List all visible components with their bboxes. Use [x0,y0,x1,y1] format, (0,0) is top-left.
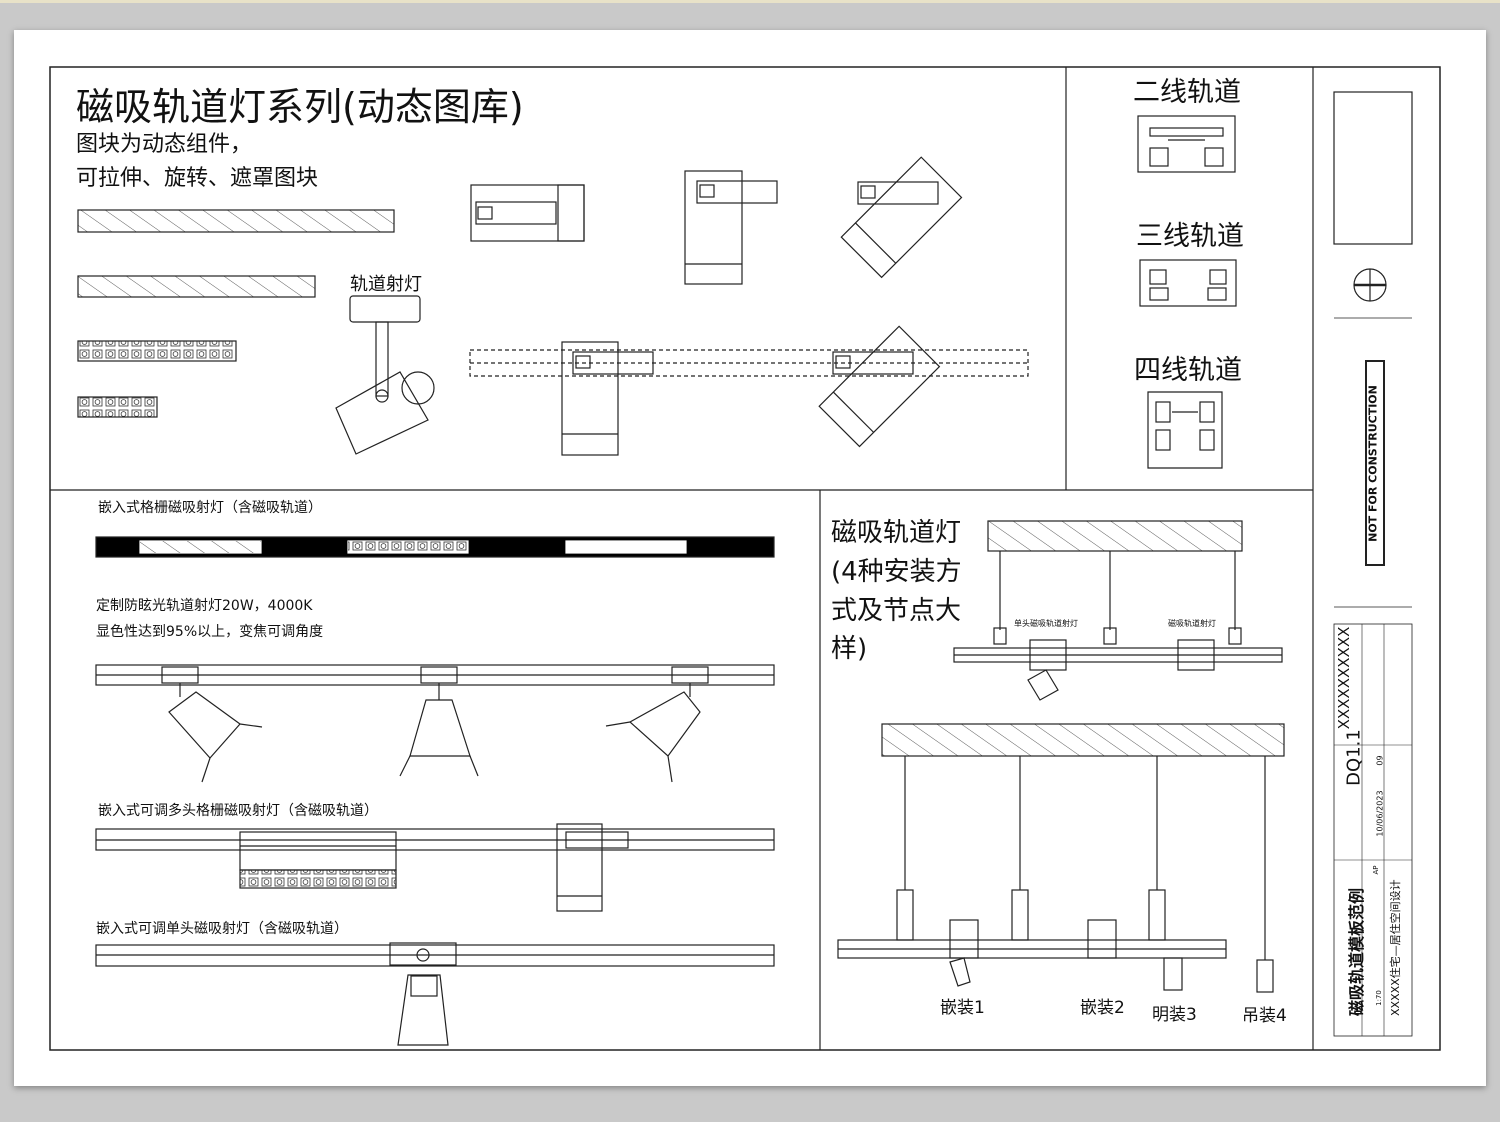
adjustable-multi-label: 嵌入式可调多头格栅磁吸射灯（含磁吸轨道） [98,803,378,819]
grille-strip-short [77,396,158,418]
antiglare-line-2: 显色性达到95%以上，变焦可调角度 [96,624,324,640]
grille-strip-long [77,340,237,362]
small-label-single-head: 单头磁吸轨道射灯 [1014,619,1078,628]
plan-view-1 [470,184,585,242]
antiglare-track [95,664,775,783]
small-label-track-spot: 磁吸轨道射灯 [1168,619,1216,628]
install-detail-lower [837,723,1285,993]
intro-line-1: 图块为动态组件， [76,132,253,157]
drawing-etna: AP [1372,865,1380,875]
hatched-strip-long [77,209,395,233]
install-title-1: 磁吸轨道灯 [831,518,962,548]
install-title-4: 样) [831,634,868,664]
dashed-track [469,349,1029,377]
drawing-date: 10/06/2023 [1375,790,1385,837]
intro-line-2: 可拉伸、旋转、遮罩图块 [76,166,319,191]
title-block-top-box [1333,91,1413,245]
track-spotlight-label: 轨道射灯 [350,274,422,295]
adjustable-single-track [95,942,775,1046]
track-spotlight-elevation [335,295,435,455]
install-label-1: 嵌装1 [940,998,985,1018]
two-wire-profile [1137,115,1236,173]
drawing-scale: 1:70 [1375,990,1383,1006]
drawing-sheet [14,30,1486,1086]
install-title-2: (4种安装方 [831,557,962,587]
drawing-name: 磁吸轨道模板范例 [1347,888,1366,1017]
install-detail-upper [953,520,1283,701]
drawing-code: XXXXXXXXXX [1335,626,1353,730]
plan-view-3 [840,156,963,279]
install-title-3: 式及节点大 [831,596,962,626]
three-wire-profile [1139,259,1237,307]
antiglare-line-1: 定制防眩光轨道射灯20W，4000K [96,598,313,614]
project-name: XXXXX住宅—居住空间设计 [1389,879,1402,1016]
not-for-construction-box [1365,360,1385,566]
install-label-4: 吊装4 [1242,1006,1287,1026]
install-label-2: 嵌装2 [1080,998,1125,1018]
two-wire-label: 二线轨道 [1133,77,1241,108]
track-fixture-1 [561,341,654,456]
hatched-strip-short [77,275,316,298]
track-fixture-2 [818,325,941,448]
main-title: 磁吸轨道灯系列(动态图库) [76,85,524,129]
recessed-grille-label: 嵌入式格栅磁吸射灯（含磁吸轨道） [98,500,322,516]
adjustable-single-label: 嵌入式可调单头磁吸射灯（含磁吸轨道） [96,921,348,937]
three-wire-label: 三线轨道 [1136,221,1244,252]
install-label-3: 明装3 [1152,1005,1197,1025]
not-for-construction-text: NOT FOR CONSTRUCTION [1366,385,1380,542]
plan-view-3-head [857,181,939,205]
title-info-box [1333,623,1413,1037]
four-wire-label: 四线轨道 [1134,355,1242,386]
sheet-number: 09 [1375,755,1385,766]
adjustable-multi-track [95,823,775,912]
top-edge-strip [0,0,1500,3]
plan-view-2 [684,170,778,285]
four-wire-profile [1147,391,1223,469]
inner-border [49,66,1441,1051]
